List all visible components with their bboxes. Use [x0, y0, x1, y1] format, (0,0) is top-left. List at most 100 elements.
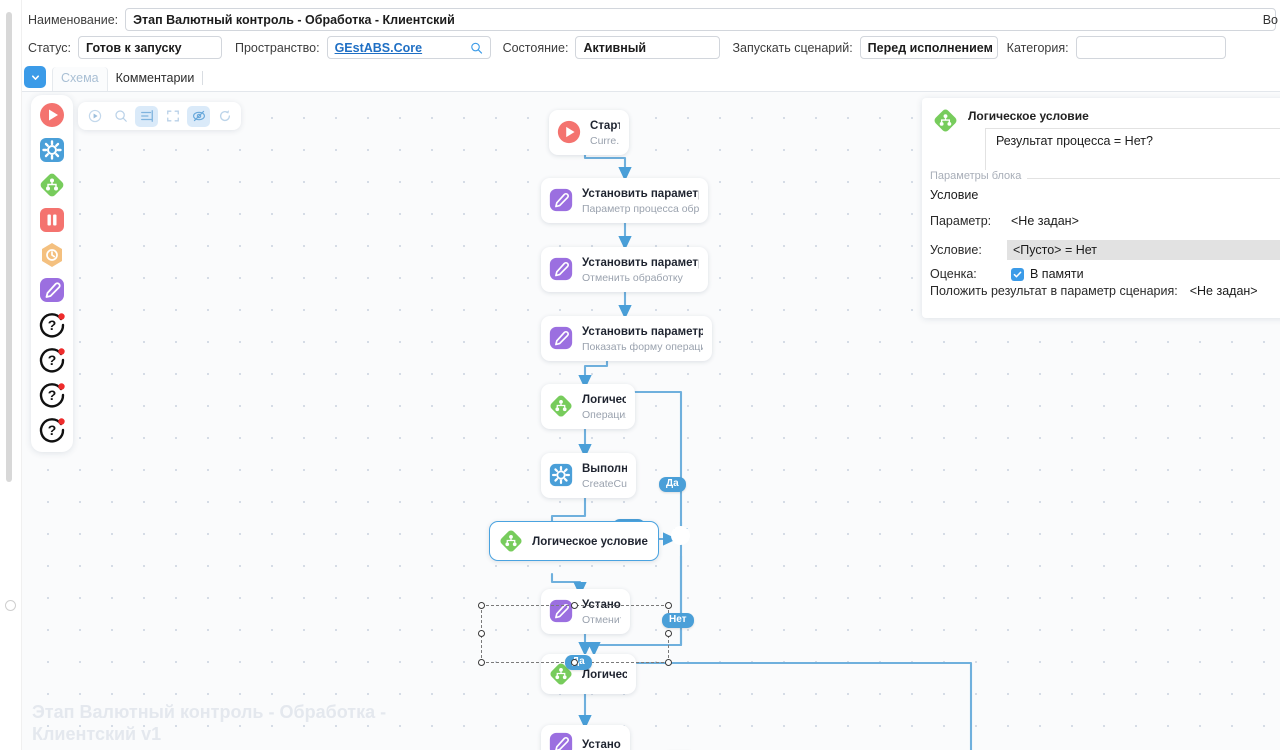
tab-scheme[interactable]: Схема [52, 67, 108, 91]
properties-title: Логическое условие [968, 109, 1089, 123]
flow-node-condition-1[interactable]: Логичес... Операция [541, 384, 635, 429]
header-clipped-text: Во [1262, 13, 1278, 27]
selection-handle-se[interactable] [665, 659, 672, 666]
node-title: Логическое условие [532, 536, 648, 548]
set-parameter-node-tool[interactable] [38, 276, 66, 304]
node-title: Установить параметр [582, 188, 699, 200]
space-label: Пространство: [235, 40, 320, 55]
search-icon[interactable] [470, 41, 483, 54]
in-memory-checkbox[interactable] [1011, 267, 1024, 281]
condition-node-tool[interactable] [38, 171, 66, 199]
name-input[interactable]: Этап Валютный контроль - Обработка - Кли… [125, 8, 1276, 31]
app-scrollbar-thumb[interactable] [6, 12, 12, 482]
flow-node-set-parameter-5[interactable]: Установ... [541, 725, 630, 750]
svg-text:?: ? [48, 317, 57, 333]
flow-node-condition-selected[interactable]: Логическое условие [489, 521, 659, 561]
timer-node-tool[interactable] [38, 241, 66, 269]
pencil-icon [548, 187, 574, 213]
properties-panel: Логическое условие Результат процесса = … [922, 98, 1280, 318]
space-input[interactable]: GEstABS.Core [326, 36, 491, 59]
status-input[interactable]: Готов к запуску [78, 36, 222, 59]
svg-text:?: ? [48, 387, 57, 403]
condition-diamond-icon [548, 661, 574, 687]
align-button[interactable] [135, 105, 158, 127]
node-subtitle: Параметр процесса обр... [582, 203, 699, 215]
chevron-down-icon[interactable] [24, 66, 46, 88]
property-row-evaluation: Оценка: В памяти [930, 263, 1280, 285]
result-value[interactable]: <Не задан> [1189, 284, 1258, 298]
svg-text:?: ? [48, 352, 57, 368]
condition-diamond-icon [548, 393, 574, 419]
property-value[interactable]: <Пусто> = Нет [1007, 240, 1280, 260]
header-form: Наименование: Этап Валютный контроль - О… [22, 0, 1280, 64]
run-script-input[interactable]: Перед исполнением проц... [859, 36, 998, 59]
flow-canvas[interactable]: Этап Валютный контроль - Обработка - Кли… [22, 92, 1280, 750]
unknown-node-tool-1[interactable]: ? [38, 311, 66, 339]
svg-text:?: ? [48, 422, 57, 438]
selection-handle-ne[interactable] [665, 602, 672, 609]
property-row-condition: Условие: <Пусто> = Нет [930, 239, 1280, 261]
selection-handle-e[interactable] [665, 630, 672, 637]
fit-screen-button[interactable] [161, 106, 184, 127]
pencil-icon [548, 256, 574, 282]
result-label: Положить результат в параметр сценария: [930, 284, 1178, 298]
selection-handle-w[interactable] [478, 630, 485, 637]
name-label: Наименование: [28, 12, 119, 27]
flow-node-set-parameter-2[interactable]: Установить параметр Отменить обработку [541, 247, 708, 292]
selection-handle-nw[interactable] [478, 602, 485, 609]
condition-diamond-icon [932, 107, 959, 134]
selection-handle-n[interactable] [571, 602, 578, 609]
tab-strip: Схема Комментарии [22, 64, 1280, 92]
tab-separator [202, 71, 204, 85]
canvas-toolbar [78, 102, 241, 130]
node-subtitle: Операция [582, 409, 626, 421]
node-title: Логическ... [582, 669, 627, 681]
hide-labels-button[interactable] [187, 105, 210, 127]
node-title: Старт [590, 120, 620, 132]
start-node-tool[interactable] [38, 101, 66, 129]
edge-label-yes-1: Да [659, 477, 686, 492]
flow-node-set-parameter-1[interactable]: Установить параметр Параметр процесса об… [541, 178, 708, 223]
status-label: Статус: [28, 40, 71, 55]
pencil-icon [548, 731, 574, 750]
property-row-parameter: Параметр: <Не задан> [930, 210, 1280, 232]
flow-node-start[interactable]: Старт Curre... [549, 110, 629, 155]
gear-icon [548, 462, 574, 488]
state-input[interactable]: Активный [575, 36, 721, 59]
meta-row: Статус: Готов к запуску Пространство: GE… [28, 36, 1276, 59]
run-debug-button[interactable] [83, 106, 106, 127]
run-script-label: Запускать сценарий: [732, 40, 853, 55]
condition-diamond-icon [498, 528, 524, 554]
node-title: Установить параметр [582, 257, 699, 269]
search-button[interactable] [109, 106, 132, 127]
selection-handle-s[interactable] [571, 659, 578, 666]
reload-button[interactable] [213, 106, 236, 127]
node-subtitle: Curre... [590, 135, 620, 147]
unknown-node-tool-4[interactable]: ? [38, 416, 66, 444]
node-subtitle: Отменить... [582, 614, 621, 626]
property-key: Условие: [930, 243, 982, 257]
node-subtitle: CreateCur... [582, 478, 627, 490]
property-value[interactable]: <Не задан> [1011, 214, 1079, 228]
property-row-result: Положить результат в параметр сценария: … [930, 284, 1280, 298]
space-link[interactable]: GEstABS.Core [334, 40, 423, 55]
play-circle-icon [556, 119, 582, 145]
properties-fieldset-rule [930, 178, 1280, 179]
pause-node-tool[interactable] [38, 206, 66, 234]
tab-comments[interactable]: Комментарии [115, 71, 195, 85]
flow-node-set-parameter-4[interactable]: Установ... Отменить... [541, 589, 630, 634]
unknown-node-tool-3[interactable]: ? [38, 381, 66, 409]
pencil-icon [548, 598, 574, 624]
app-scrollbar-strip[interactable] [0, 0, 22, 750]
properties-fieldset-label: Параметры блока [930, 170, 1028, 182]
properties-section-label: Условие [930, 188, 979, 202]
node-title: Логичес... [582, 394, 626, 406]
property-key: Оценка: [930, 267, 977, 281]
flow-node-set-parameter-3[interactable]: Установить параметр Показать форму опера… [541, 316, 712, 361]
category-input[interactable] [1075, 36, 1226, 59]
properties-description[interactable]: Результат процесса = Нет? [985, 128, 1280, 170]
flow-node-execute[interactable]: Выполни... CreateCur... [541, 453, 636, 498]
action-node-tool[interactable] [38, 136, 66, 164]
selection-handle-sw[interactable] [478, 659, 485, 666]
unknown-node-tool-2[interactable]: ? [38, 346, 66, 374]
